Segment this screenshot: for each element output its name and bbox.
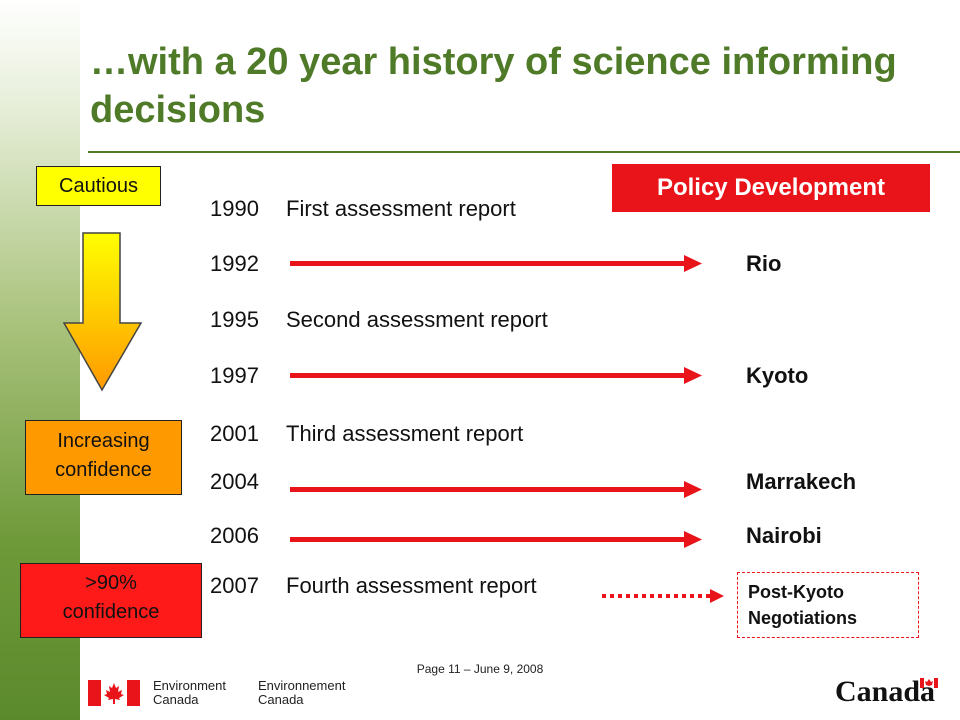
cautious-label: Cautious	[36, 166, 161, 206]
high-confidence-label: >90% confidence	[20, 563, 202, 638]
year-1997: 1997	[210, 363, 259, 388]
arrow-rio-icon	[290, 255, 702, 272]
year-1992: 1992	[210, 251, 259, 276]
canada-flag-icon	[88, 680, 140, 706]
down-arrow-icon	[62, 232, 143, 392]
org-fr-line2: Canada	[258, 692, 304, 707]
report-2007: Fourth assessment report	[286, 573, 537, 598]
destination-kyoto: Kyoto	[746, 363, 809, 388]
destination-rio: Rio	[746, 251, 782, 276]
increasing-line1: Increasing	[57, 430, 150, 452]
report-2001: Third assessment report	[286, 421, 524, 446]
org-name-english: Environment Canada	[153, 679, 226, 707]
destination-marrakech: Marrakech	[746, 469, 857, 494]
year-2004: 2004	[210, 469, 259, 494]
report-1990: First assessment report	[286, 196, 516, 221]
arrow-marrakech-icon	[290, 481, 702, 498]
dotted-arrow-icon	[602, 589, 724, 603]
year-2007: 2007	[210, 573, 259, 598]
post-kyoto-line2: Negotiations	[748, 608, 858, 628]
destination-nairobi: Nairobi	[746, 523, 822, 548]
year-1990: 1990	[210, 196, 259, 221]
org-en-line2: Canada	[153, 692, 199, 707]
year-1995: 1995	[210, 307, 259, 332]
year-2001: 2001	[210, 421, 259, 446]
post-kyoto-box: Post-Kyoto Negotiations	[737, 572, 919, 638]
arrow-kyoto-icon	[290, 367, 702, 384]
org-name-french: Environnement Canada	[258, 679, 345, 707]
title-divider	[88, 151, 960, 153]
org-fr-line1: Environnement	[258, 678, 346, 693]
high-confidence-line1: >90%	[85, 572, 137, 594]
canada-wordmark: Canada	[835, 675, 936, 708]
post-kyoto-line1: Post-Kyoto	[748, 582, 844, 602]
org-en-line1: Environment	[153, 678, 226, 693]
wordmark-flag-icon	[920, 678, 938, 688]
high-confidence-line2: confidence	[62, 601, 160, 623]
page-footer: Page 11 – June 9, 2008	[416, 662, 544, 676]
increasing-confidence-label: Increasing confidence	[25, 420, 182, 495]
report-1995: Second assessment report	[286, 307, 548, 332]
year-2006: 2006	[210, 523, 259, 548]
policy-development-header: Policy Development	[612, 164, 930, 212]
slide-title: …with a 20 year history of science infor…	[90, 41, 897, 131]
increasing-line2: confidence	[55, 459, 152, 481]
arrow-nairobi-icon	[290, 531, 702, 548]
